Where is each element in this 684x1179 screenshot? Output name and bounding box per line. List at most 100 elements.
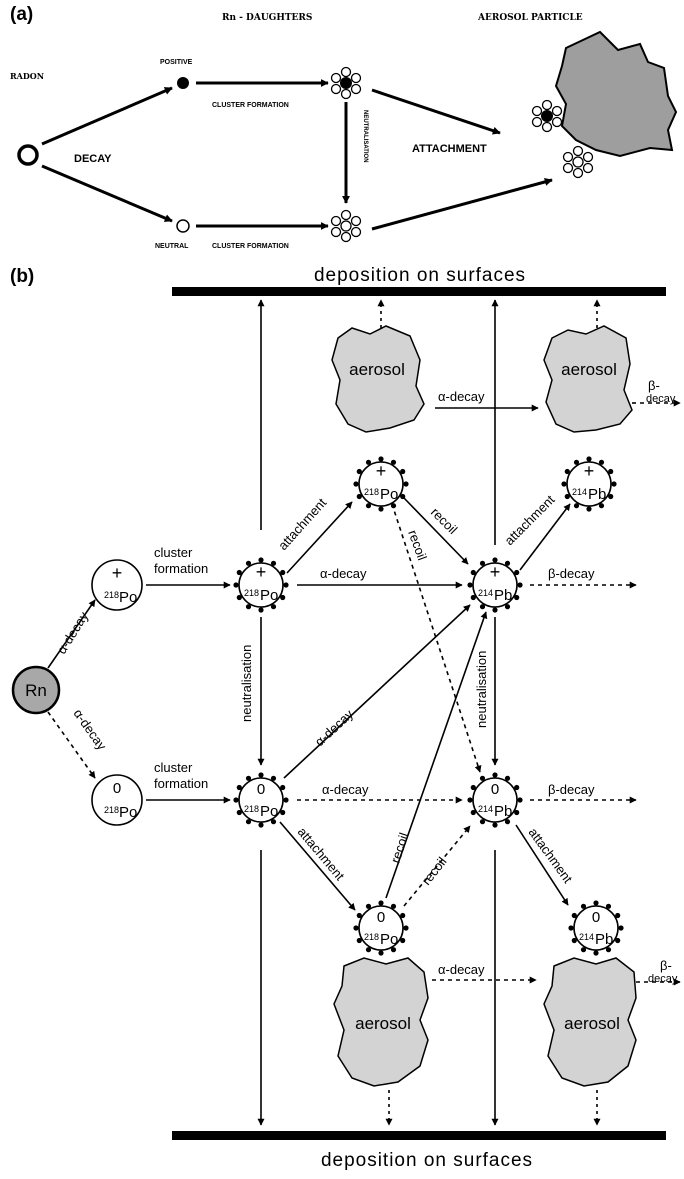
cluster-bottom <box>330 209 362 243</box>
svg-text:0: 0 <box>257 781 265 798</box>
label-cluster-zero-2: formation <box>154 776 208 791</box>
label-alpha-decay-218po-zero: α-decay <box>322 782 369 797</box>
deposition-top-label: deposition on surfaces <box>314 265 526 286</box>
svg-text:0: 0 <box>592 909 600 926</box>
nuclide-218po-pos-cluster: + 218 Po <box>233 557 289 613</box>
svg-text:+: + <box>376 461 387 481</box>
label-attachment-3: attachment <box>502 492 558 548</box>
nuclide-218po-zero-cluster: 0 218 Po <box>233 772 289 828</box>
label-neutralisation-2: neutralisation <box>474 651 489 728</box>
aerosol-2 <box>543 325 633 433</box>
nuclide-214pb-pos-cluster: + 214 Pb <box>467 557 523 613</box>
cluster-ring <box>353 900 409 956</box>
label-alpha-decay-zero: α-decay <box>71 706 110 753</box>
nuclide-218po-pos-aerosol: + 218 Po <box>353 456 409 512</box>
nuclide-214pb-zero-aerosol: 0 214 Pb <box>568 900 624 956</box>
svg-text:Pb: Pb <box>595 931 613 948</box>
attachment-label: ATTACHMENT <box>412 143 487 155</box>
label-cluster-pos-2: formation <box>154 561 208 576</box>
header-daughters: Rn - DAUGHTERS <box>222 13 312 23</box>
aerosol-4-label: aerosol <box>564 1014 620 1033</box>
svg-text:214: 214 <box>579 932 594 942</box>
svg-text:218: 218 <box>244 588 259 598</box>
cluster-ring <box>353 456 409 512</box>
nuclide-218po-zero-free: 0 218 Po <box>91 774 143 826</box>
svg-text:+: + <box>256 562 267 582</box>
positive-label: POSITIVE <box>160 59 193 66</box>
label-alpha-decay-aerosol-top: α-decay <box>438 389 485 404</box>
label-alpha-decay-pos: α-decay <box>54 609 92 657</box>
recoil-arrow-2 <box>391 503 482 773</box>
attachment-218po-zero-arrow <box>279 821 356 911</box>
aerosol-particle <box>554 30 678 158</box>
attachment-214pb-zero-arrow <box>515 824 569 906</box>
deposition-bottom-label: deposition on surfaces <box>321 1150 533 1171</box>
radon-label: RADON <box>10 71 44 81</box>
label-recoil-1: recoil <box>428 505 461 538</box>
label-alpha-decay-aerosol-bottom: α-decay <box>438 962 485 977</box>
svg-text:218: 218 <box>104 590 119 600</box>
svg-text:0: 0 <box>377 909 385 926</box>
header-aerosol-particle: AEROSOL PARTICLE <box>477 13 583 23</box>
deposition-surface-bottom <box>172 1131 666 1140</box>
nuclide-218po-zero-aerosol: 0 218 Po <box>353 900 409 956</box>
attachment-214pb-pos-arrow <box>519 503 571 571</box>
svg-text:Po: Po <box>260 587 278 604</box>
label-decay-short-top: decay <box>646 393 676 405</box>
label-attachment-2: attachment <box>295 824 348 883</box>
panel-a-label: (a) <box>10 4 33 25</box>
cluster-ring <box>561 456 617 512</box>
radon-atom <box>17 144 39 166</box>
svg-text:+: + <box>490 562 501 582</box>
aerosol-1-label: aerosol <box>349 360 405 379</box>
alpha-decay-218po-zero-to-pb-pos <box>283 604 471 779</box>
cluster-formation-bottom: CLUSTER FORMATION <box>212 243 289 250</box>
aerosol-2-label: aerosol <box>561 360 617 379</box>
svg-text:218: 218 <box>364 487 379 497</box>
label-cluster-pos-1: cluster <box>154 545 193 560</box>
svg-text:218: 218 <box>244 804 259 814</box>
aerosol-3 <box>333 957 429 1087</box>
svg-text:218: 218 <box>104 805 119 815</box>
rn-alpha-decay-zero-arrow <box>47 711 96 779</box>
radon-nucleus-label: Rn <box>25 681 47 700</box>
nuclide-214pb-pos-aerosol: + 214 Pb <box>561 456 617 512</box>
aerosol-1 <box>331 325 425 433</box>
recoil-arrow-4 <box>403 825 471 907</box>
label-neutralisation-1: neutralisation <box>239 645 254 722</box>
cluster-attached-top <box>531 99 563 133</box>
nuclide-218po-pos-free: + 218 Po <box>91 559 143 611</box>
svg-text:Po: Po <box>380 931 398 948</box>
cluster-ring <box>467 772 523 828</box>
decay-arrow-neutral <box>41 164 173 223</box>
svg-text:214: 214 <box>572 487 587 497</box>
neutralisation-label: NEUTRALISATION <box>362 110 368 163</box>
svg-text:Pb: Pb <box>494 587 512 604</box>
svg-text:218: 218 <box>364 932 379 942</box>
panel-b-arrows <box>47 399 681 986</box>
aerosol-4 <box>543 957 637 1087</box>
svg-text:+: + <box>584 461 595 481</box>
label-beta-decay-zero: β-decay <box>548 782 595 797</box>
panel-a: (a) Rn - DAUGHTERS AEROSOL PARTICLE RADO… <box>10 4 678 250</box>
deposition-surface-top <box>172 287 666 296</box>
cluster-top <box>330 66 362 100</box>
aerosol-3-label: aerosol <box>355 1014 411 1033</box>
label-beta-short-bottom: β- <box>660 958 672 973</box>
svg-text:+: + <box>112 563 123 583</box>
svg-text:Po: Po <box>119 589 137 606</box>
panel-b: (b) deposition on surfaces deposition on… <box>10 265 681 1171</box>
decay-label: DECAY <box>74 153 112 165</box>
recoil-arrow-1 <box>403 497 469 565</box>
svg-text:214: 214 <box>478 588 493 598</box>
recoil-arrow-3 <box>385 611 488 899</box>
cluster-ring <box>467 557 523 613</box>
neutral-label: NEUTRAL <box>155 243 189 250</box>
label-cluster-zero-1: cluster <box>154 760 193 775</box>
decay-arrow-positive <box>41 86 173 146</box>
svg-text:Po: Po <box>119 804 137 821</box>
label-beta-short-top: β- <box>648 378 660 393</box>
neutral-daughter <box>176 219 190 233</box>
attachment-arrow-top <box>371 88 501 135</box>
